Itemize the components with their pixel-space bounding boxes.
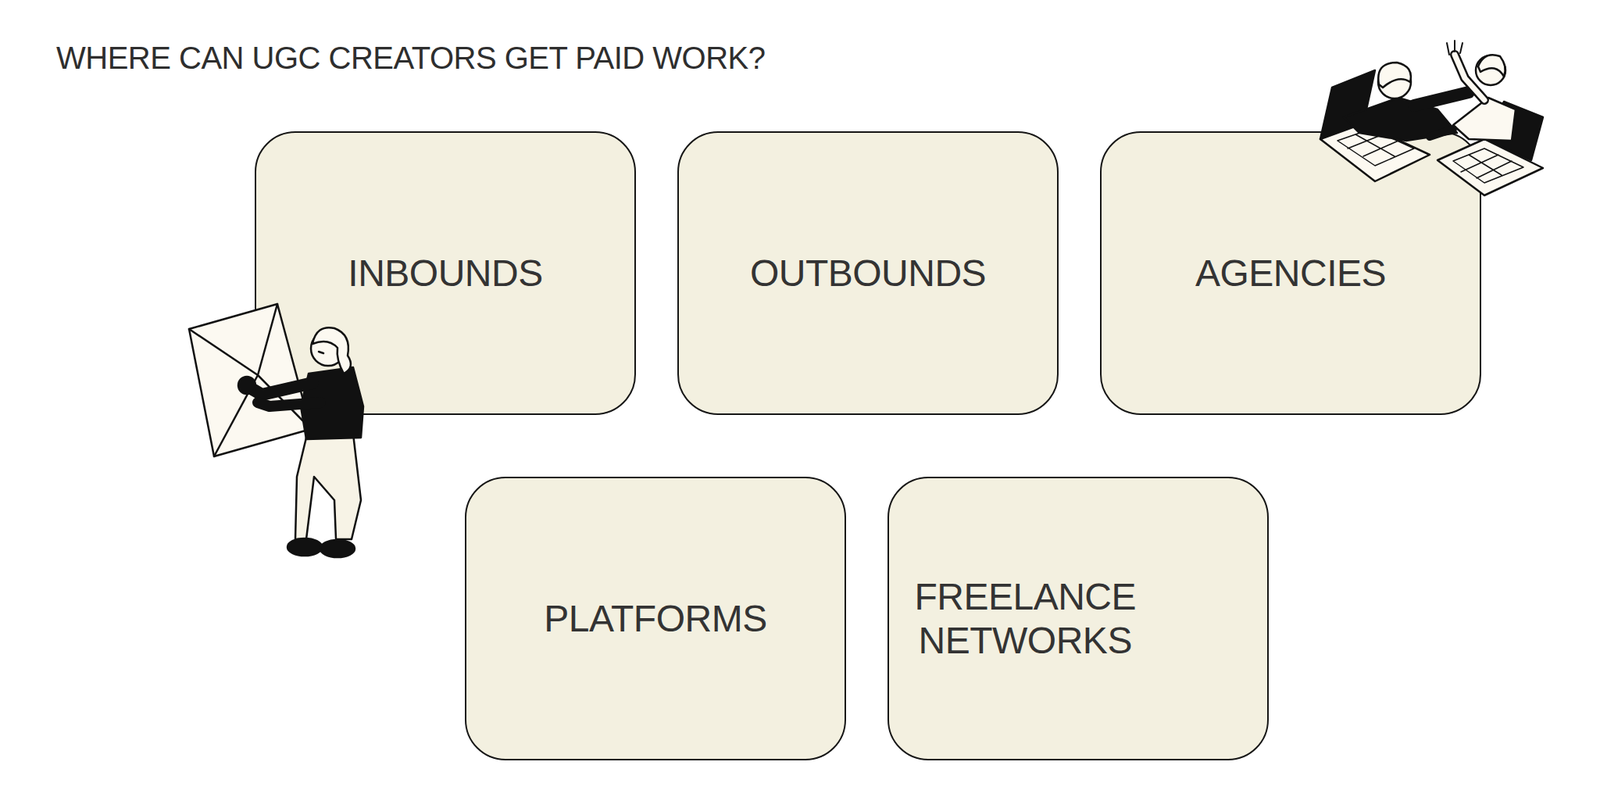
shoe-shape (320, 539, 355, 558)
arm-shape (248, 382, 313, 395)
arm-fill (1454, 54, 1485, 100)
head-shape (1378, 65, 1411, 99)
category-box: PLATFORMS (464, 476, 847, 761)
arm-shape (1454, 54, 1485, 100)
envelope-fold (189, 303, 311, 457)
box-label: AGENCIES (1195, 251, 1333, 295)
envelope-shape (189, 303, 311, 457)
hair-shape (1378, 62, 1411, 88)
shirt-shape (1453, 97, 1516, 141)
box-label: OUTBOUNDS (750, 251, 921, 295)
hand-shape (238, 376, 256, 394)
keyboard-grid (1453, 148, 1524, 183)
arm-shape (1429, 128, 1454, 137)
text-stack: INBOUNDS (347, 251, 543, 295)
hair-shape (312, 327, 351, 374)
woman-with-envelope (189, 303, 364, 558)
text-stack: OUTBOUNDS (750, 251, 986, 295)
head-shape (1475, 55, 1506, 86)
arm-shape (257, 402, 321, 407)
text-stack: AGENCIES (1195, 251, 1386, 295)
laptop-base (1320, 123, 1430, 182)
box-label: FREELANCE NETWORKS (889, 575, 1161, 661)
laptop-screen (1484, 101, 1543, 161)
head-shape (310, 331, 346, 366)
text-stack: FREELANCE NETWORKS (889, 575, 1268, 661)
hair-shape (1478, 54, 1506, 77)
category-box: AGENCIES (1100, 131, 1482, 415)
category-box: OUTBOUNDS (677, 131, 1059, 415)
box-label: PLATFORMS (543, 596, 704, 640)
sweater-shape (1343, 97, 1458, 141)
diagram-title: WHERE CAN UGC CREATORS GET PAID WORK? (56, 40, 766, 76)
hand-fingers (1446, 40, 1463, 55)
laptop-base (1437, 139, 1543, 196)
sweater-shape (300, 367, 364, 440)
shoe-shape (287, 538, 322, 556)
category-box: FREELANCE NETWORKS (887, 476, 1269, 761)
high-five-laptops (1320, 40, 1543, 196)
category-box: INBOUNDS (254, 131, 636, 415)
arm-shape (1414, 92, 1469, 106)
box-label: INBOUNDS (347, 251, 489, 295)
pants-shape (295, 433, 361, 540)
eye-line (318, 351, 324, 354)
keyboard-grid (1337, 128, 1415, 166)
text-stack: PLATFORMS (543, 596, 767, 640)
laptop-screen (1320, 70, 1375, 140)
